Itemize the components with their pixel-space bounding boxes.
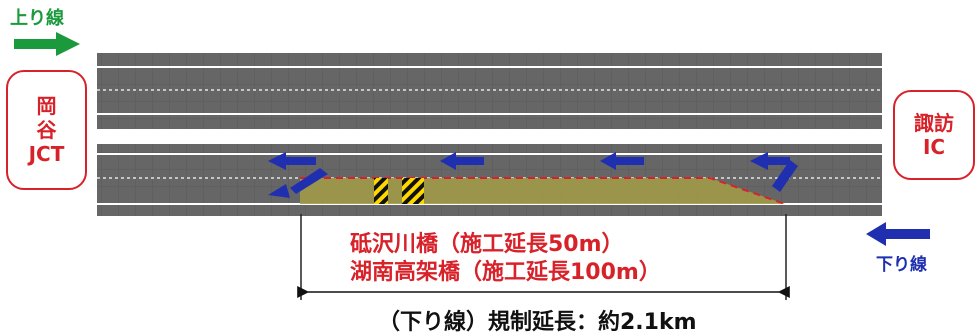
- merge-arrow-left: [268, 152, 328, 198]
- down-line-arrow: [866, 222, 930, 246]
- regulation-length-caption: （下り線）規制延長：約2.1km: [378, 310, 697, 335]
- regulation-boundary: [300, 177, 786, 205]
- okaya-jct-line2: 谷: [36, 118, 57, 142]
- bridge-info-1: 砥沢川橋（施工延長50m）: [350, 232, 624, 257]
- construction-zone: [300, 178, 785, 204]
- suwa-ic-line2: IC: [922, 135, 946, 159]
- okaya-jct-box: 岡 谷 JCT: [6, 70, 87, 190]
- merge-arrow-right: [750, 152, 798, 192]
- lane-arrow: [440, 152, 484, 170]
- suwa-ic-box: 諏訪 IC: [893, 90, 975, 180]
- barrier-marker: [402, 178, 424, 204]
- suwa-ic-line1: 諏訪: [914, 111, 954, 135]
- okaya-jct-line1: 岡: [36, 94, 57, 118]
- okaya-jct-line3: JCT: [28, 142, 65, 166]
- up-line-arrow: [14, 32, 80, 56]
- down-line-label: 下り線: [876, 255, 927, 275]
- up-line-label: 上り線: [10, 8, 64, 29]
- lane-arrow: [600, 152, 644, 170]
- bridge-info-2: 湖南高架橋（施工延長100m）: [350, 260, 661, 285]
- barrier-marker: [374, 178, 388, 204]
- upper-roadway: [97, 53, 882, 129]
